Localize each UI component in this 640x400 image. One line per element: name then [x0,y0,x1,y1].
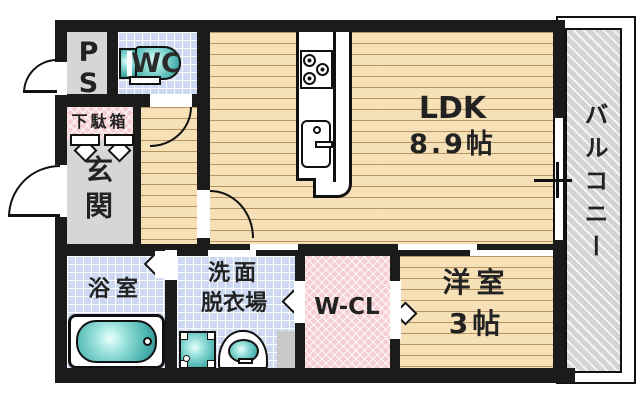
room-label-bath: 浴室 [87,277,144,302]
door-arc-ps-exterior [23,59,57,93]
room-label-yoshitsu: 洋室 3帖 [400,263,553,344]
room-label-wcl: W-CL [314,294,380,320]
ps-floor [67,32,107,94]
ldk-floor [210,32,553,244]
ldk-size: 8.9帖 [409,128,496,160]
wall-wc-hall [197,20,210,245]
washer-drain-icon [183,355,190,362]
label-ps: PS [73,37,104,99]
bathtub-drain-icon [143,337,152,346]
doorway-wc [150,94,192,107]
toilet-tank-stripe [127,51,132,76]
label-wc: WC [131,48,181,79]
washer-corner [180,332,188,340]
wcl-floor [305,256,390,368]
sliding-door-panel [250,244,298,250]
washer-corner [207,332,215,340]
faucet-icon [313,126,321,134]
window-cross-v [556,162,559,198]
balcony-floor [565,28,622,373]
yoshitsu-size: 3帖 [448,306,505,340]
window-cross-h [534,179,572,182]
room-label-ldk: LDK 8.9帖 [375,90,530,161]
door-arc-entrance [8,165,60,217]
room-label-genkan: 玄関 [81,155,114,227]
stove-burner-icon [303,72,316,85]
doorway-bath [165,250,177,280]
room-label-senmen: 洗面 脱衣場 [177,259,291,318]
sliding-door-panel [398,244,477,250]
stove-burner-icon [303,54,316,67]
ldk-name: LDK [418,91,487,126]
faucet-handle-icon [315,141,333,148]
toilet-base-icon [129,76,161,85]
door-leaf-ps-exterior [23,90,57,93]
wall-ps-wc [107,20,118,107]
pipe-column [277,331,295,369]
yoshitsu-name: 洋室 [442,266,511,299]
doorway-ps-exterior [55,62,67,95]
sliding-door-panel [208,250,256,256]
kitchen-counter-edge [296,178,316,181]
door-leaf-entrance [8,214,60,217]
door-leaf-wcl-yoshitsu [390,281,401,339]
stove-burner-icon [316,63,329,76]
senmen-line2: 脱衣場 [200,290,267,316]
washbasin-tray-icon [238,358,253,364]
senmen-line1: 洗面 [207,261,260,286]
step-edge [70,134,100,146]
step-edge [104,134,134,146]
wall-bottom [55,368,575,383]
wall-bath-senmen [165,256,177,368]
wall-top [55,20,565,32]
door-leaf-bath [155,251,167,278]
wall-genkan-hall [133,107,141,248]
label-getabako: 下駄箱 [71,112,129,131]
door-leaf-senmen-wcl [294,281,305,323]
kitchen-counter-inner-line [333,32,336,182]
doorway-ldk [197,190,210,238]
room-label-balcony: バルコニー [580,102,608,267]
yoshitsu-floor [400,256,553,368]
washer-corner [207,360,215,368]
sliding-door-panel [470,250,553,256]
